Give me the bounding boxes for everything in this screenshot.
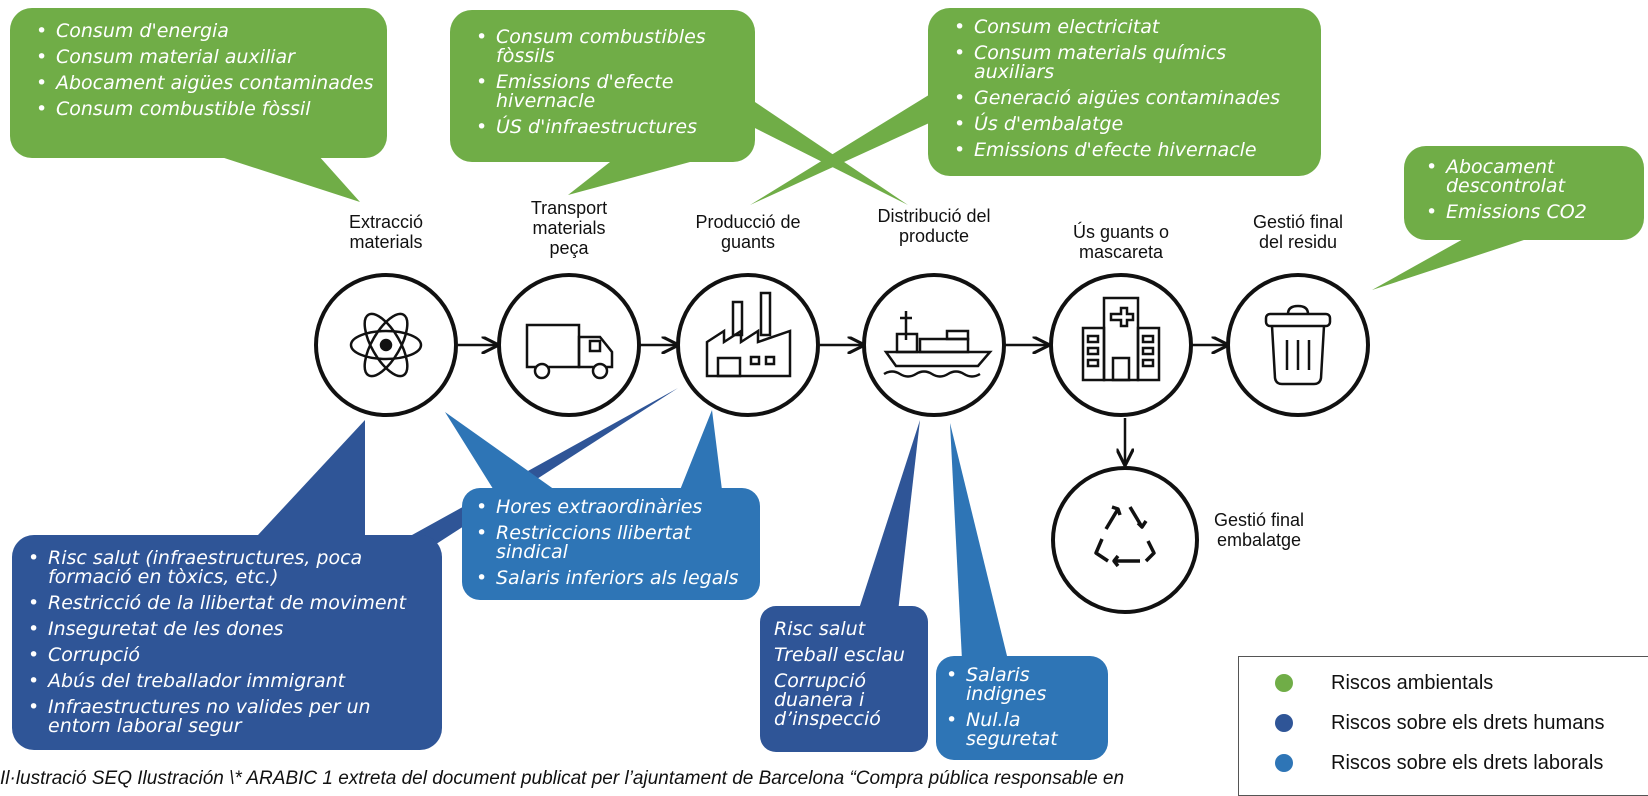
legend: Riscos ambientals Riscos sobre els drets… [1238, 656, 1648, 796]
callout-list: Hores extraordinàries Restriccions llibe… [468, 498, 752, 589]
cargo-ship-icon [883, 311, 993, 378]
stage-label-extraccio: Extracció materials [348, 212, 424, 252]
callout-item: ÚS d'infraestructures [468, 118, 745, 138]
stage-circle-produccio [676, 273, 820, 417]
callout-tail-produccio-env [750, 85, 962, 205]
stage-label-distribucio: Distribució del producte [877, 206, 991, 246]
callout-list: Risc salut Treball esclau Corrupció duan… [774, 620, 920, 729]
callout-item: Abocament descontrolat [1418, 158, 1636, 196]
stage-label-gestio-residu: Gestió final del residu [1252, 212, 1344, 252]
callout-list: Consum electricitat Consum materials quí… [946, 18, 1311, 161]
callout-list: Consum d'energia Consum material auxilia… [28, 22, 377, 120]
callout-list: Salaris indignes Nul.la seguretat [938, 666, 1102, 749]
callout-produccio-labour-rights: Hores extraordinàries Restriccions llibe… [462, 488, 760, 600]
callout-item: Salaris indignes [938, 666, 1102, 704]
callout-list: Abocament descontrolat Emissions CO2 [1418, 158, 1636, 223]
legend-swatch [1275, 714, 1293, 732]
callout-tail-transport-env-2 [735, 100, 908, 205]
callout-list: Risc salut (infraestructures, poca forma… [20, 549, 434, 736]
callout-item: Consum combustible fòssil [28, 100, 377, 120]
callout-tail-distribucio-lab [950, 423, 1008, 660]
callout-extraccio-environmental: Consum d'energia Consum material auxilia… [10, 8, 387, 158]
callout-item: Emissions CO2 [1418, 203, 1636, 223]
callout-item: Ús d'embalatge [946, 115, 1311, 135]
legend-item-labour-rights: Riscos sobre els drets laborals [1239, 749, 1603, 777]
callout-tail-extraccio-hr [258, 420, 365, 535]
callout-item: Restricció de la llibertat de moviment [20, 594, 434, 614]
callout-item: Infraestructures no valides per un entor… [20, 698, 434, 736]
legend-label: Riscos sobre els drets laborals [1331, 751, 1604, 774]
callout-item: Consum electricitat [946, 18, 1311, 38]
callout-extraccio-human-rights: Risc salut (infraestructures, poca forma… [12, 535, 442, 750]
callout-item: Consum material auxiliar [28, 48, 377, 68]
trash-bin-icon [1264, 304, 1332, 386]
legend-label: Riscos ambientals [1331, 671, 1494, 694]
figure-caption: Il·lustració SEQ Ilustración \* ARABIC 1… [0, 768, 1125, 789]
callout-item: Inseguretat de les dones [20, 620, 434, 640]
callout-list: Consum combustibles fòssils Emissions d'… [468, 28, 745, 138]
stage-label-produccio: Producció de guants [695, 212, 801, 252]
stage-circle-gestio-embalatge [1051, 466, 1199, 614]
callout-tail-produccio-lab [445, 412, 555, 500]
legend-label: Riscos sobre els drets humans [1331, 711, 1605, 734]
callout-item: Consum materials químics auxiliars [946, 44, 1311, 82]
callout-item: Generació aigües contaminades [946, 89, 1311, 109]
stage-label-gestio-embalatge: Gestió final embalatge [1213, 510, 1305, 550]
stage-circle-transport [497, 273, 641, 417]
callout-item: Abocament aigües contaminades [28, 74, 377, 94]
callout-tail-distribucio-hr [858, 420, 920, 612]
callout-item: Nul.la seguretat [938, 711, 1102, 749]
stage-circle-us [1049, 273, 1193, 417]
stage-circle-distribucio [862, 273, 1006, 417]
stage-label-us: Ús guants o mascareta [1072, 222, 1170, 262]
callout-item: Consum combustibles fòssils [468, 28, 745, 66]
atom-icon [349, 312, 423, 378]
callout-item: Emissions d'efecte hivernacle [946, 141, 1311, 161]
callout-item: Treball esclau [774, 644, 905, 666]
callout-tail-produccio-lab-2 [680, 410, 722, 490]
callout-item: Risc salut [774, 618, 866, 640]
stage-label-transport: Transport materials peça [530, 198, 608, 258]
callout-item: Emissions d'efecte hivernacle [468, 73, 745, 111]
callout-tail-extraccio-env [215, 155, 360, 202]
legend-item-human-rights: Riscos sobre els drets humans [1239, 709, 1604, 737]
recycle-icon [1094, 505, 1156, 568]
callout-produccio-environmental: Consum electricitat Consum materials quí… [928, 8, 1321, 176]
callout-distribucio-labour-rights: Salaris indignes Nul.la seguretat [936, 656, 1108, 760]
callout-tail-residu-env [1372, 238, 1530, 290]
callout-item: Hores extraordinàries [468, 498, 752, 518]
callout-item: Salaris inferiors als legals [468, 569, 752, 589]
callout-item: Corrupció duanera i d’inspecció [774, 670, 881, 730]
callout-residu-environmental: Abocament descontrolat Emissions CO2 [1404, 146, 1644, 240]
callout-distribucio-human-rights: Risc salut Treball esclau Corrupció duan… [760, 606, 928, 752]
hospital-icon [1081, 296, 1161, 382]
legend-swatch [1275, 674, 1293, 692]
callout-item: Restriccions llibertat sindical [468, 524, 752, 562]
callout-transport-environmental: Consum combustibles fòssils Emissions d'… [450, 10, 755, 162]
truck-icon [525, 323, 614, 380]
legend-item-environmental: Riscos ambientals [1239, 669, 1493, 697]
callout-item: Corrupció [20, 646, 434, 666]
callout-item: Abús del treballador immigrant [20, 672, 434, 692]
callout-tail-transport-env [568, 162, 690, 195]
legend-swatch [1275, 754, 1293, 772]
callout-item: Risc salut (infraestructures, poca forma… [20, 549, 434, 587]
callout-item: Consum d'energia [28, 22, 377, 42]
factory-icon [705, 291, 792, 378]
